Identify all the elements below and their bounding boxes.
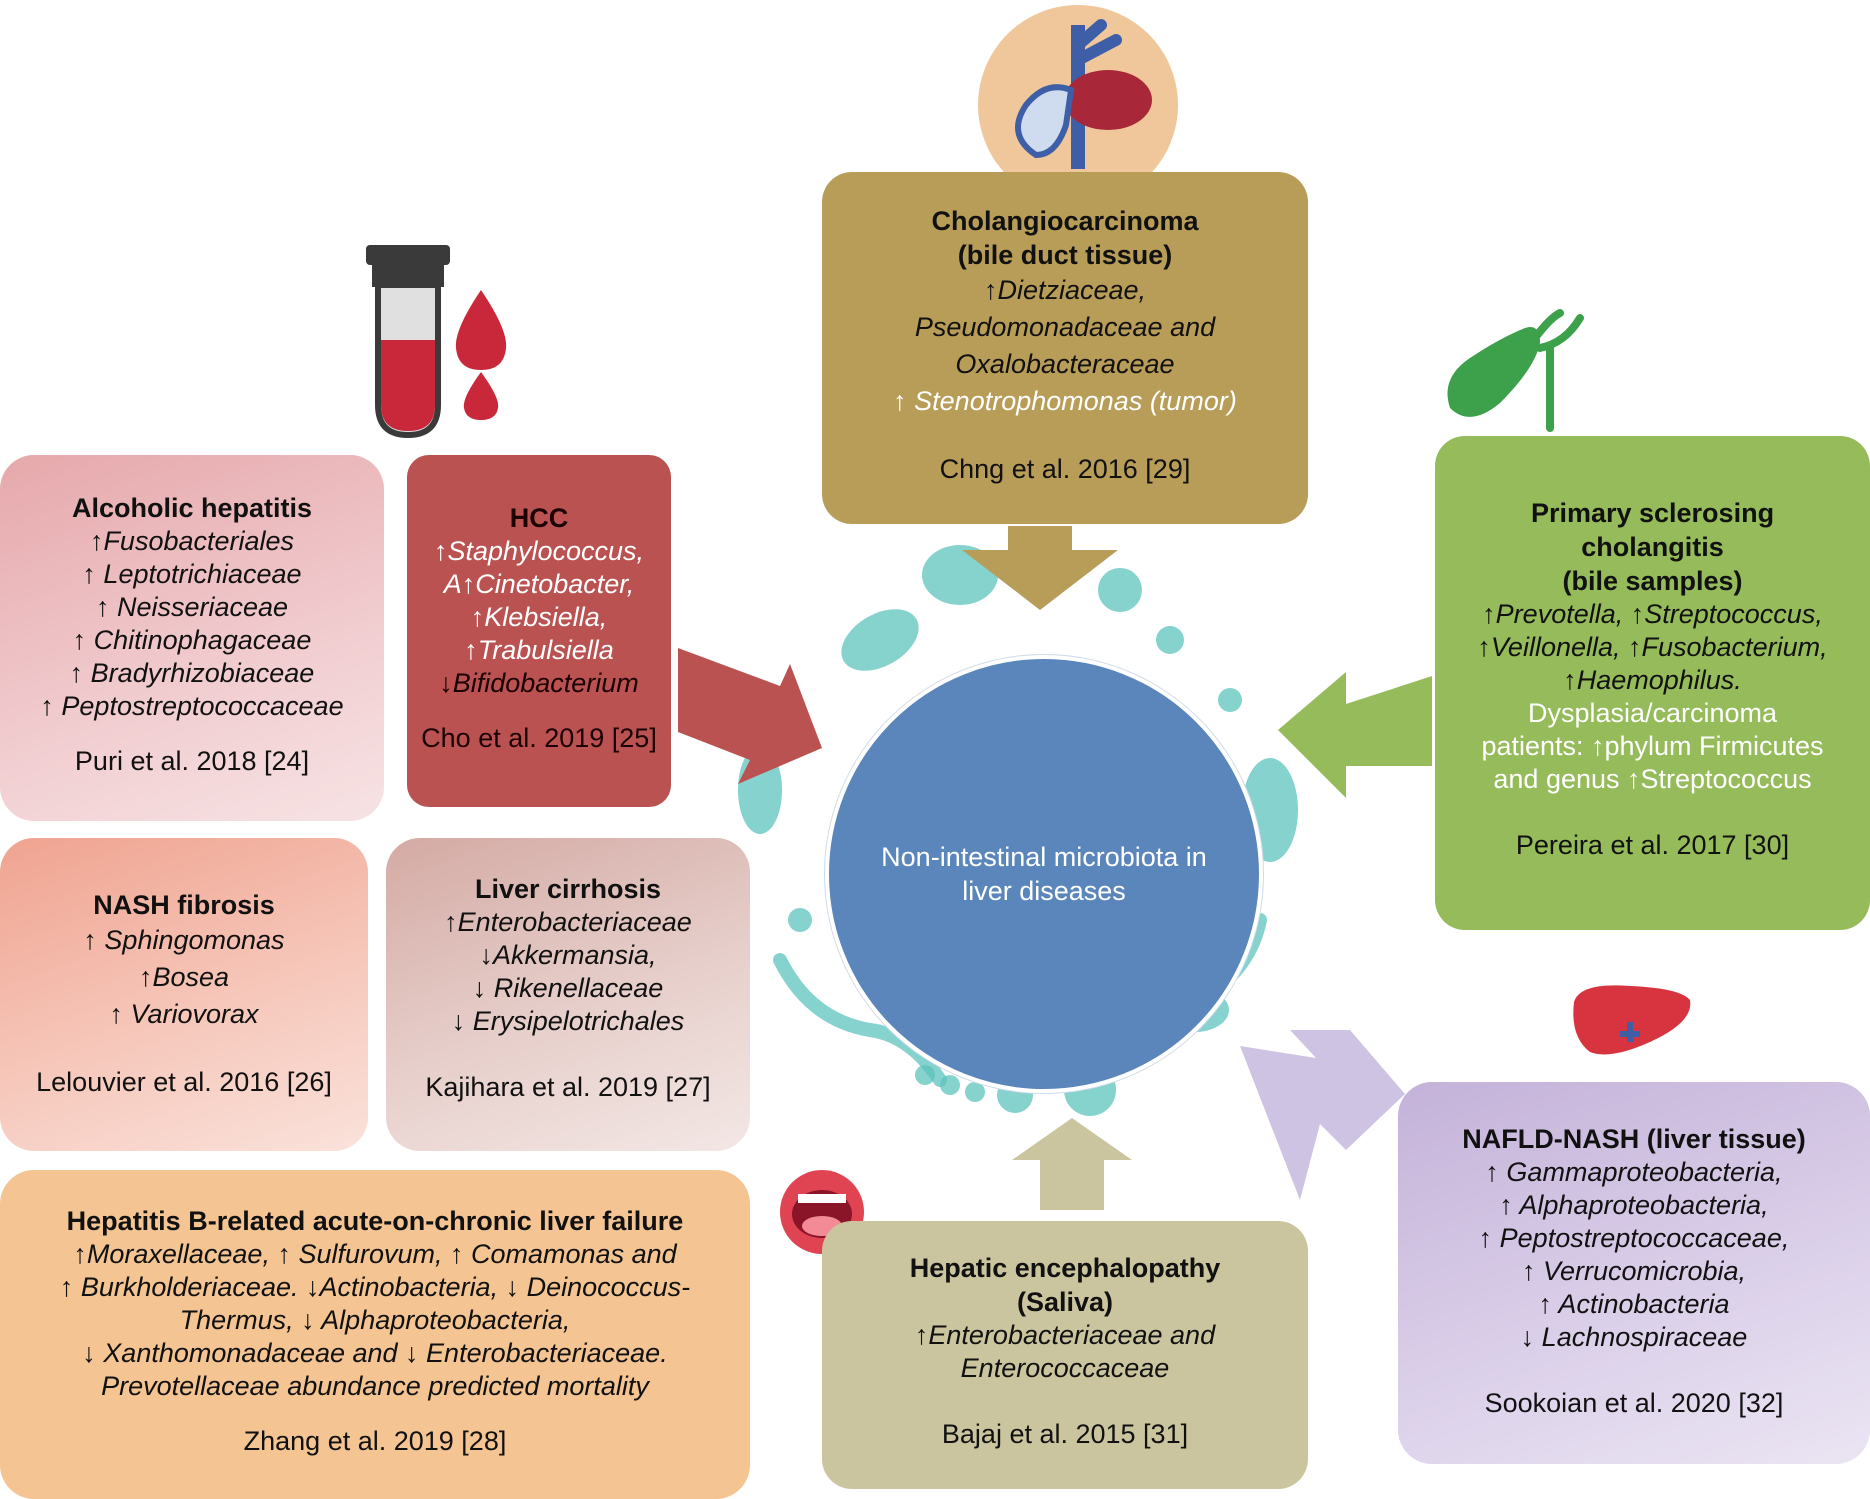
taxon-line: ↑Staphylococcus, — [433, 536, 645, 566]
taxon-line: ↑ Peptostreptococcaceae, — [1478, 1223, 1790, 1253]
liver-icon — [1573, 985, 1691, 1055]
blood-drop-icon — [455, 290, 507, 420]
taxon-line: Pseudomonadaceae and — [914, 312, 1216, 342]
citation: Puri et al. 2018 [24] — [74, 746, 310, 776]
taxon-line: ↑ Verrucomicrobia, — [1521, 1256, 1747, 1286]
taxon-line: ↓ Erysipelotrichales — [451, 1006, 685, 1036]
taxon-line: ↑Prevotella, ↑Streptococcus, — [1482, 599, 1823, 629]
citation: Cho et al. 2019 [25] — [421, 723, 657, 753]
citation: Chng et al. 2016 [29] — [939, 454, 1191, 484]
taxon-line: ↑Klebsiella, — [470, 602, 608, 632]
taxon-line: ↑ Gammaproteobacteria, — [1485, 1157, 1783, 1187]
taxon-line: and genus ↑Streptococcus — [1493, 764, 1812, 794]
gallbladder-icon — [1447, 309, 1584, 432]
alcoholic-hepatitis-box: Alcoholic hepatitis ↑Fusobacteriales ↑ L… — [0, 455, 384, 821]
center-label: Non-intestinal microbiota in liver disea… — [881, 842, 1207, 906]
taxon-line: ↑Veillonella, ↑Fusobacterium, — [1477, 632, 1828, 662]
hcc-box: HCC ↑Staphylococcus, A↑Cinetobacter, ↑Kl… — [407, 455, 671, 807]
hepatic-encephalopathy-title: Hepatic encephalopathy (Saliva) — [909, 1253, 1221, 1317]
hepatitis-b-aclf-title: Hepatitis B-related acute-on-chronic liv… — [66, 1206, 684, 1236]
taxon-line: ↑Enterobacteriaceae and — [914, 1320, 1216, 1350]
taxon-line: A↑Cinetobacter, — [443, 569, 635, 599]
hepatitis-b-aclf-box: Hepatitis B-related acute-on-chronic liv… — [0, 1170, 750, 1499]
taxon-line: ↓ Xanthomonadaceae and ↓ Enterobacteriac… — [82, 1338, 668, 1368]
citation: Pereira et al. 2017 [30] — [1515, 830, 1790, 860]
taxon-line: ↑ Peptostreptococcaceae — [40, 691, 344, 721]
citation: Lelouvier et al. 2016 [26] — [36, 1067, 332, 1097]
nash-fibrosis-box: NASH fibrosis ↑ Sphingomonas ↑Bosea ↑ Va… — [0, 838, 368, 1151]
taxon-line: ↑ Sphingomonas — [83, 925, 285, 955]
taxon-line: ↓Bifidobacterium — [439, 668, 639, 698]
taxon-line: Enterococcaceae — [960, 1353, 1170, 1383]
liver-cirrhosis-title: Liver cirrhosis — [474, 874, 662, 904]
citation: Kajihara et al. 2019 [27] — [425, 1072, 711, 1102]
taxon-line: Oxalobacteraceae — [955, 349, 1175, 379]
taxon-line: ↓ Rikenellaceae — [472, 973, 664, 1003]
test-tube-icon — [366, 245, 450, 439]
taxon-line: ↑Fusobacteriales — [89, 526, 295, 556]
taxon-line: Dysplasia/carcinoma — [1527, 698, 1778, 728]
hepatic-encephalopathy-box: Hepatic encephalopathy (Saliva) ↑Enterob… — [822, 1221, 1308, 1489]
taxon-line: ↑Trabulsiella — [464, 635, 614, 665]
citation: Zhang et al. 2019 [28] — [243, 1426, 507, 1456]
taxon-line: ↑Enterobacteriaceae — [444, 907, 692, 937]
citation: Bajaj et al. 2015 [31] — [941, 1419, 1189, 1449]
liver-cirrhosis-box: Liver cirrhosis ↑Enterobacteriaceae ↓Akk… — [386, 838, 750, 1151]
taxon-line: ↑ Neisseriaceae — [95, 592, 289, 622]
citation: Sookoian et al. 2020 [32] — [1484, 1388, 1784, 1418]
taxon-line: Prevotellaceae abundance predicted morta… — [101, 1371, 649, 1401]
bile-duct-icon — [978, 5, 1178, 205]
taxon-line: ↓ Lachnospiraceae — [1520, 1322, 1748, 1352]
taxon-line: ↓Akkermansia, — [479, 940, 657, 970]
taxon-line: ↑ Burkholderiaceae. ↓Actinobacteria, ↓ D… — [59, 1272, 691, 1302]
cholangiocarcinoma-box: Cholangiocarcinoma (bile duct tissue) ↑D… — [822, 172, 1308, 524]
taxon-line: patients: ↑phylum Firmicutes — [1481, 731, 1824, 761]
taxon-line: ↑ Variovorax — [109, 999, 259, 1029]
taxon-line: ↑ Actinobacteria — [1538, 1289, 1730, 1319]
taxon-line: ↑Dietziaceae, — [983, 275, 1147, 305]
taxon-line: ↑Haemophilus. — [1563, 665, 1742, 695]
taxon-line: ↑Bosea — [138, 962, 230, 992]
hcc-title: HCC — [509, 503, 569, 533]
cholangiocarcinoma-title: Cholangiocarcinoma (bile duct tissue) — [931, 206, 1199, 270]
taxon-line: ↑ Leptotrichiaceae — [82, 559, 302, 589]
center-circle: Non-intestinal microbiota in liver disea… — [825, 655, 1263, 1093]
nash-fibrosis-title: NASH fibrosis — [93, 890, 275, 920]
psc-title: Primary sclerosing cholangitis (bile sam… — [1530, 498, 1775, 596]
taxon-line: ↑ Alphaproteobacteria, — [1499, 1190, 1769, 1220]
taxon-line: ↑ Chitinophagaceae — [72, 625, 312, 655]
taxon-line: Thermus, ↓ Alphaproteobacteria, — [179, 1305, 571, 1335]
alcoholic-hepatitis-title: Alcoholic hepatitis — [71, 493, 313, 523]
nafld-nash-box: NAFLD-NASH (liver tissue) ↑ Gammaproteob… — [1398, 1082, 1870, 1464]
nafld-nash-title: NAFLD-NASH (liver tissue) — [1462, 1124, 1806, 1154]
taxon-line: ↑ Stenotrophomonas (tumor) — [893, 386, 1237, 416]
taxon-line: ↑Moraxellaceae, ↑ Sulfurovum, ↑ Comamona… — [73, 1239, 677, 1269]
taxon-line: ↑ Bradyrhizobiaceae — [69, 658, 315, 688]
psc-box: Primary sclerosing cholangitis (bile sam… — [1435, 436, 1870, 930]
